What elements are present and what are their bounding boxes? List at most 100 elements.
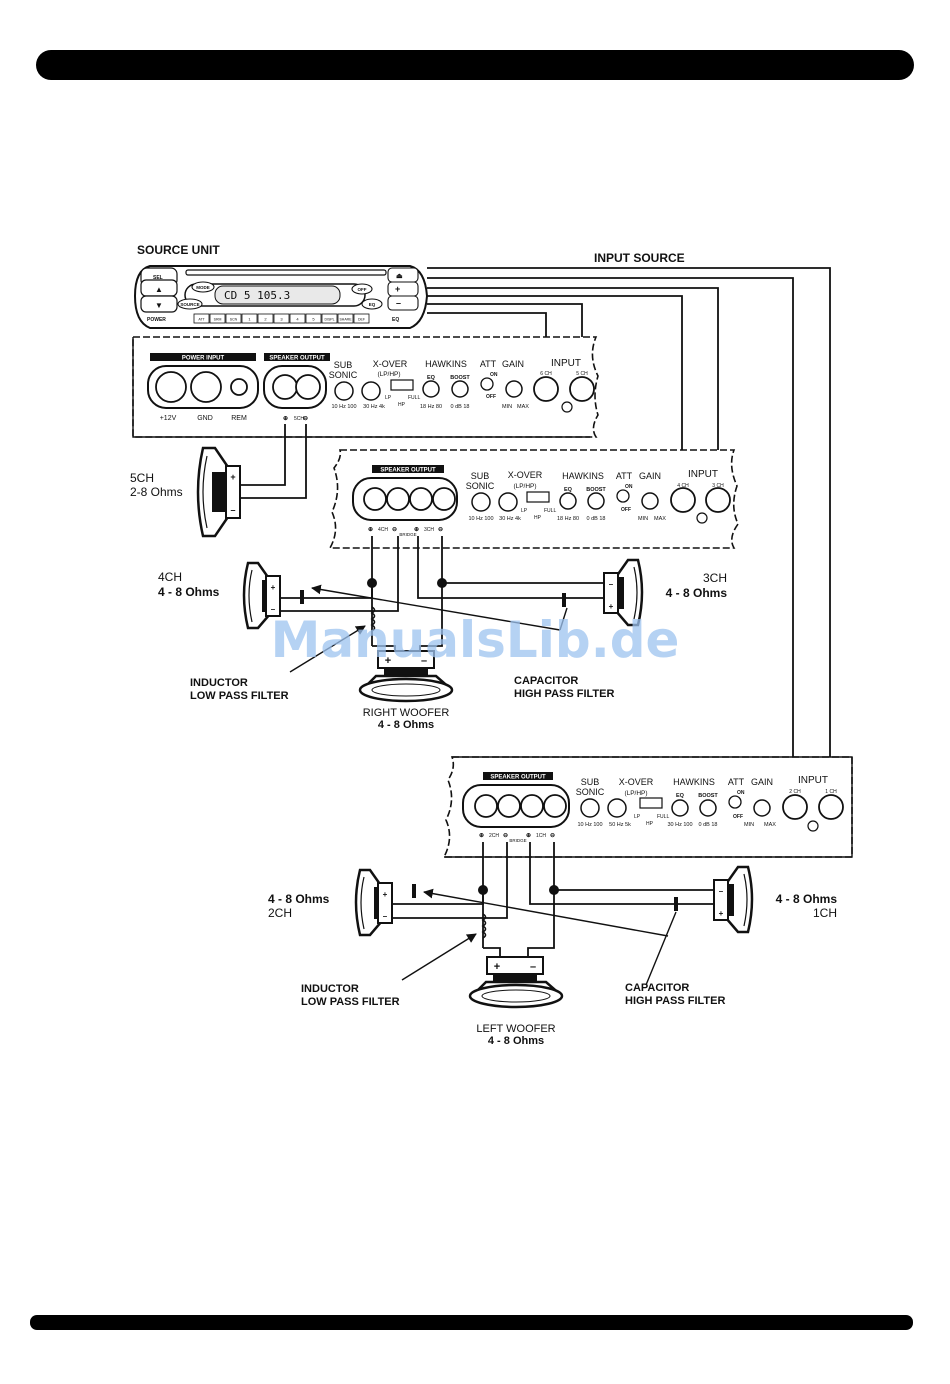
att-switch[interactable] (616, 489, 630, 503)
svg-text:X-OVER: X-OVER (373, 359, 408, 369)
rca-input-4ch[interactable] (670, 487, 696, 513)
svg-text:ATT: ATT (616, 471, 633, 481)
rca-input-3ch[interactable] (705, 487, 731, 513)
eject-button[interactable] (387, 267, 419, 283)
left-woofer: + – LEFT WOOFER 4 - 8 Ohms (468, 956, 564, 1047)
xover-switch[interactable] (390, 379, 414, 391)
xover-switch[interactable] (526, 491, 550, 503)
subsonic-knob[interactable] (334, 381, 354, 401)
source-unit: SOURCE UNIT CD 5 105.3 SEL ▲ ▼ POWER MOD… (133, 243, 429, 329)
svg-text:EQ: EQ (676, 793, 685, 799)
svg-text:4: 4 (296, 317, 299, 322)
svg-text:5: 5 (312, 317, 315, 322)
att-switch[interactable] (480, 377, 494, 391)
svg-text:1: 1 (248, 317, 251, 322)
mode-button[interactable] (191, 281, 215, 293)
source-unit-title: SOURCE UNIT (137, 243, 220, 257)
svg-text:SPEAKER OUTPUT: SPEAKER OUTPUT (490, 775, 546, 781)
svg-text:BRIDGE: BRIDGE (509, 838, 526, 843)
eject-icon: ⏏ (396, 273, 403, 280)
down-button[interactable] (140, 295, 178, 313)
eq-knob[interactable] (559, 492, 577, 510)
svg-text:+: + (271, 583, 276, 592)
svg-text:5 CH: 5 CH (576, 371, 588, 377)
svg-text:BOOST: BOOST (698, 793, 718, 799)
minus-button[interactable] (387, 295, 419, 311)
speaker-5ch: + – 5CH 2-8 Ohms (130, 446, 241, 538)
svg-text:X-OVER: X-OVER (508, 470, 543, 480)
svg-text:SUB: SUB (471, 471, 490, 481)
svg-text:+: + (609, 602, 614, 611)
svg-text:MAX: MAX (654, 516, 666, 522)
boost-knob[interactable] (451, 380, 469, 398)
xover-switch[interactable] (639, 797, 663, 809)
svg-text:SOURCE: SOURCE (180, 302, 199, 307)
gain-knob[interactable] (641, 492, 659, 510)
svg-text:30 Hz 100: 30 Hz 100 (667, 822, 692, 828)
svg-text:2-8 Ohms: 2-8 Ohms (130, 485, 183, 499)
svg-text:MODE: MODE (196, 285, 210, 290)
svg-text:–: – (530, 961, 536, 973)
off-button[interactable] (351, 283, 373, 295)
svg-text:DISPL: DISPL (324, 318, 334, 322)
svg-text:LEFT WOOFER: LEFT WOOFER (476, 1023, 555, 1035)
svg-text:+: + (385, 655, 391, 667)
rca-input-6ch[interactable] (533, 376, 559, 402)
xover-knob[interactable] (607, 798, 627, 818)
rca-input-2ch[interactable] (782, 794, 808, 820)
svg-text:18 Hz 80: 18 Hz 80 (557, 516, 579, 522)
svg-text:(LP/HP): (LP/HP) (513, 483, 536, 490)
xover-knob[interactable] (498, 492, 518, 512)
gain-knob[interactable] (505, 380, 523, 398)
speaker-1ch: – + 4 - 8 Ohms 1CH (713, 865, 837, 934)
svg-text:–: – (383, 912, 388, 921)
svg-text:(LP/HP): (LP/HP) (624, 790, 647, 797)
terminal-rem[interactable] (230, 378, 248, 396)
capacitor-4ch (300, 590, 304, 604)
gain-knob[interactable] (753, 799, 771, 817)
preset-buttons[interactable]: ATT SRM SCN 1 2 3 4 5 DISPL SHARE DEF (193, 313, 370, 324)
boost-knob[interactable] (699, 799, 717, 817)
svg-text:SRM: SRM (214, 318, 222, 322)
power-button[interactable]: POWER (147, 317, 166, 323)
svg-text:SEL: SEL (153, 275, 163, 281)
terminal-gnd[interactable] (190, 371, 222, 403)
svg-text:EQ: EQ (564, 487, 573, 493)
speaker-2ch: + – 4 - 8 Ohms 2CH (268, 868, 393, 937)
speaker-3ch: – + 3CH 4 - 8 Ohms (603, 558, 728, 627)
eq-knob[interactable] (422, 380, 440, 398)
svg-text:HIGH PASS FILTER: HIGH PASS FILTER (514, 688, 614, 700)
att-switch[interactable] (728, 795, 742, 809)
svg-text:+: + (494, 961, 500, 973)
svg-text:GND: GND (197, 415, 213, 422)
source-button[interactable] (177, 298, 203, 310)
svg-text:MAX: MAX (517, 404, 529, 410)
svg-text:OFF: OFF (358, 287, 367, 292)
svg-text:LOW PASS FILTER: LOW PASS FILTER (190, 690, 289, 702)
svg-text:SUB: SUB (334, 360, 353, 370)
svg-text:OFF: OFF (621, 507, 631, 513)
boost-knob[interactable] (587, 492, 605, 510)
svg-text:0 dB 18: 0 dB 18 (587, 516, 606, 522)
plus-button[interactable] (387, 281, 419, 297)
svg-text:–: – (609, 580, 614, 589)
terminal-12v[interactable] (155, 371, 187, 403)
svg-text:HP: HP (398, 402, 406, 408)
eq-knob[interactable] (671, 799, 689, 817)
svg-text:HAWKINS: HAWKINS (425, 359, 467, 369)
down-arrow-icon: ▼ (155, 301, 163, 310)
svg-text:⊖: ⊖ (550, 833, 555, 839)
speaker-output-label: SPEAKER OUTPUT (269, 356, 325, 362)
rca-input-1ch[interactable] (818, 794, 844, 820)
xover-knob[interactable] (361, 381, 381, 401)
svg-text:SONIC: SONIC (466, 481, 495, 491)
svg-text:INPUT: INPUT (798, 775, 828, 786)
subsonic-knob[interactable] (471, 492, 491, 512)
svg-text:GAIN: GAIN (639, 471, 661, 481)
subsonic-knob[interactable] (580, 798, 600, 818)
inductor-coil (370, 606, 376, 632)
eq-button[interactable] (361, 298, 383, 310)
svg-text:4 - 8 Ohms: 4 - 8 Ohms (666, 586, 728, 600)
svg-text:3 CH: 3 CH (712, 483, 724, 489)
rca-input-5ch[interactable] (569, 376, 595, 402)
